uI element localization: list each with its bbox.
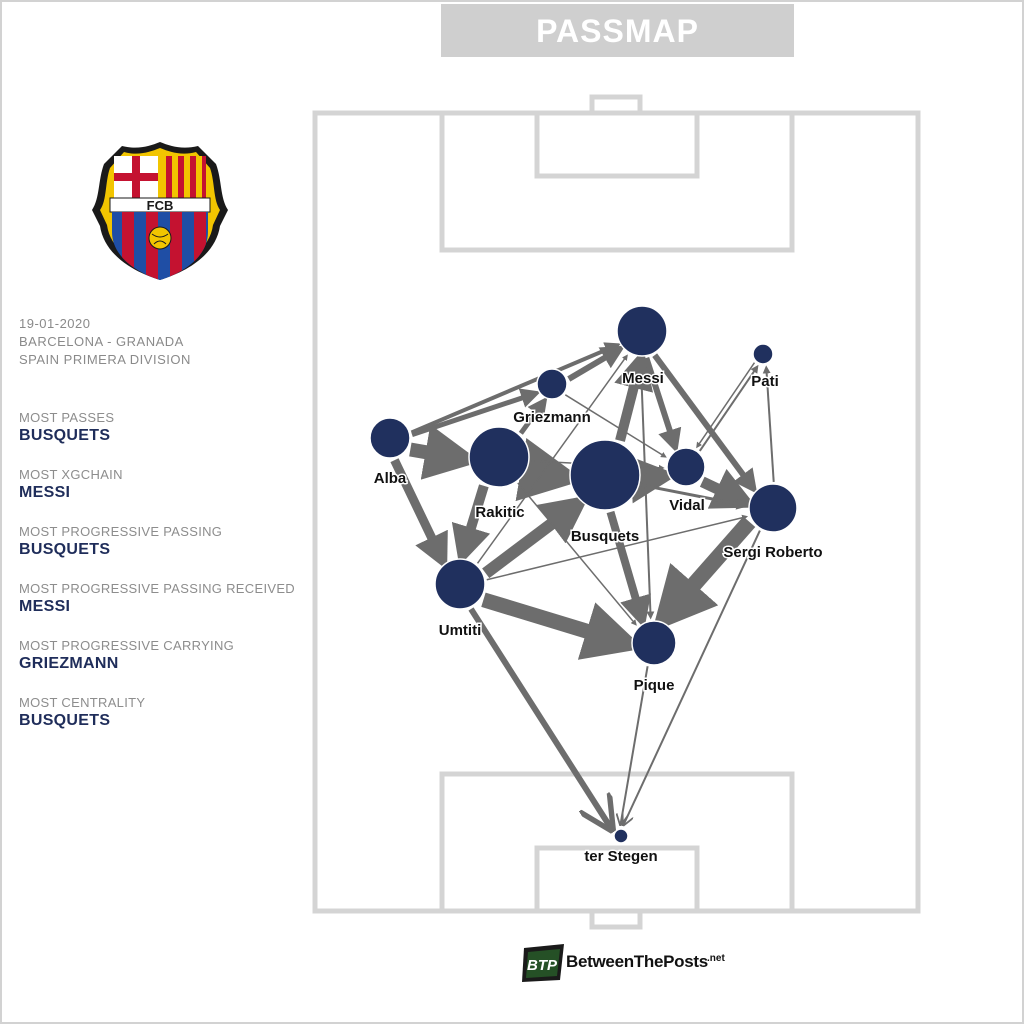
pass-edge-umtiti-messi [476, 354, 628, 564]
page-title: PASSMAP [536, 13, 699, 49]
team-crest-icon: FCB [92, 142, 228, 280]
top-penalty-box [439, 110, 795, 253]
stat-value-most-progressive-passing-received: MESSI [19, 598, 71, 615]
pass-edge-rakitic-pique [517, 482, 637, 626]
match-fixture: BARCELONA - GRANADA [19, 334, 184, 349]
player-label-pati: Pati [751, 373, 779, 390]
player-node-griezmann [536, 368, 568, 400]
pass-edge-pati-vidal [696, 362, 756, 449]
pass-edge-vidal-pati [698, 364, 759, 452]
stat-label-most-passes: MOST PASSES [19, 410, 115, 425]
stat-label-most-progressive-carrying: MOST PROGRESSIVE CARRYING [19, 638, 235, 653]
pass-edge-pique-terstegen [620, 666, 649, 825]
pass-edge-griezmann-vidal [564, 394, 667, 458]
pass-edge-sergi-pati [762, 365, 775, 482]
player-node-sergi [748, 483, 798, 533]
player-node-terstegen [613, 828, 629, 844]
pass-edge-alba-umtiti [390, 458, 448, 570]
pass-edge-messi-pique [639, 358, 655, 620]
pass-edge-busquets-messi [614, 348, 653, 442]
player-label-busquets: Busquets [571, 528, 639, 545]
pass-edge-alba-messi [410, 342, 622, 435]
stat-value-most-centrality: BUSQUETS [19, 712, 111, 729]
logo-mark: BTP [527, 957, 558, 974]
pitch-markings [312, 94, 921, 930]
pass-edges [390, 342, 775, 829]
pass-edge-sergi-pique [651, 516, 756, 633]
player-label-messi: Messi [622, 370, 664, 387]
stat-value-most-progressive-carrying: GRIEZMANN [19, 655, 119, 672]
bottom-goal [589, 908, 643, 930]
stat-label-most-progressive-passing-received: MOST PROGRESSIVE PASSING RECEIVED [19, 581, 295, 596]
player-node-pique [631, 620, 677, 666]
pass-edge-umtiti-sergi [486, 514, 749, 581]
player-label-terstegen: ter Stegen [584, 848, 657, 865]
player-label-pique: Pique [634, 677, 675, 694]
match-competition: SPAIN PRIMERA DIVISION [19, 352, 191, 367]
player-label-alba: Alba [374, 470, 407, 487]
stat-value-most-passes: BUSQUETS [19, 427, 111, 444]
stat-label-most-xgchain: MOST XGCHAIN [19, 467, 123, 482]
player-label-umtiti: Umtiti [439, 622, 482, 639]
title-banner: PASSMAP [441, 4, 794, 57]
pass-edge-alba-griezmann [411, 388, 541, 437]
pass-edge-busquets-sergi [640, 483, 749, 510]
player-label-griezmann: Griezmann [513, 409, 591, 426]
top-goal [589, 94, 643, 116]
pass-edge-messi-sergi [652, 353, 758, 494]
top-six-yard-box [534, 110, 700, 179]
crest-letters: FCB [147, 198, 174, 213]
pass-edge-alba-rakitic [409, 424, 481, 480]
player-node-busquets [569, 439, 641, 511]
player-label-rakitic: Rakitic [475, 504, 524, 521]
player-label-vidal: Vidal [669, 497, 705, 514]
pass-edge-busquets-pique [606, 510, 651, 629]
pass-edge-umtiti-terstegen [468, 607, 612, 829]
btp-logo-icon: BTP [522, 944, 564, 982]
player-node-messi [616, 305, 668, 357]
player-label-sergi: Sergi Roberto [723, 544, 822, 561]
pass-edge-umtiti-busquets [482, 495, 590, 579]
match-date: 19-01-2020 [19, 316, 91, 331]
player-node-pati [752, 343, 774, 365]
stat-value-most-progressive-passing: BUSQUETS [19, 541, 111, 558]
pass-edge-umtiti-pique [481, 592, 644, 660]
footer-suffix: .net [707, 953, 725, 964]
stat-label-most-progressive-passing: MOST PROGRESSIVE PASSING [19, 524, 223, 539]
pass-edge-rakitic-umtiti [451, 484, 491, 566]
footer-brand: BetweenThePosts [566, 952, 708, 971]
pass-edge-sergi-terstegen [623, 530, 761, 825]
player-node-alba [369, 417, 411, 459]
stat-label-most-centrality: MOST CENTRALITY [19, 695, 146, 710]
pass-edge-rakitic-busquets [515, 437, 585, 502]
player-node-rakitic [468, 426, 530, 488]
pass-edge-messi-vidal [643, 357, 682, 454]
stat-value-most-xgchain: MESSI [19, 484, 71, 501]
pitch-outline [312, 110, 921, 914]
player-node-vidal [666, 447, 706, 487]
player-node-umtiti [434, 558, 486, 610]
